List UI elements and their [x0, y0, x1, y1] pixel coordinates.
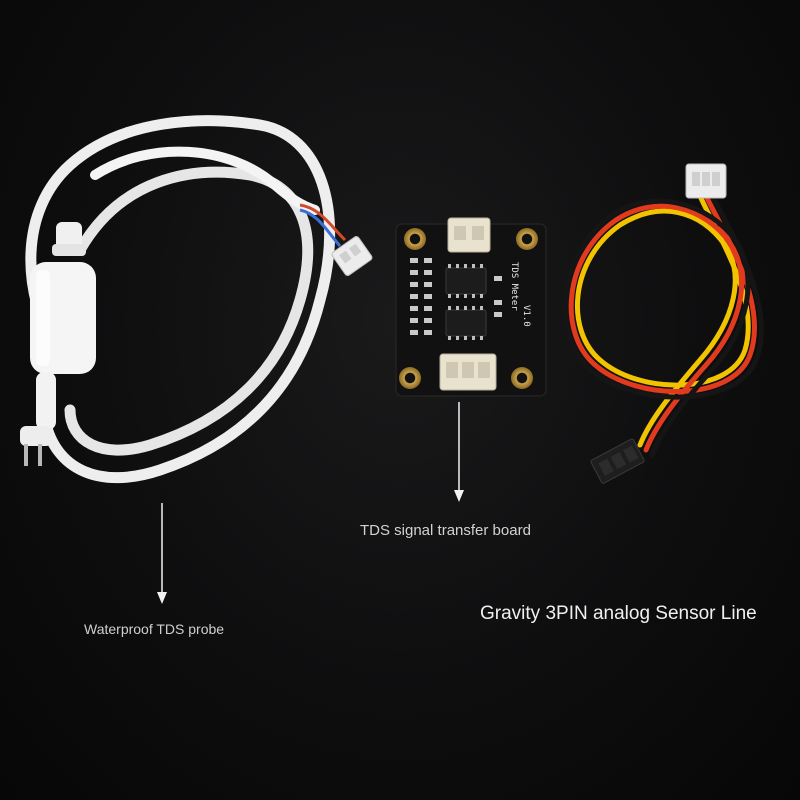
probe-arrow — [157, 503, 167, 604]
ic-chip — [445, 267, 487, 295]
ic-chip — [445, 309, 487, 337]
caption-transfer-board: TDS signal transfer board — [360, 522, 531, 539]
wire-black — [562, 193, 764, 458]
probe-connector — [331, 236, 373, 276]
board-signal-connector — [439, 353, 497, 391]
wire-yellow — [574, 193, 751, 448]
sensor-line-dupont-connector — [590, 438, 645, 484]
board-probe-connector — [447, 217, 491, 253]
tds-probe — [20, 115, 373, 484]
tds-board: TDS Meter V1.0 — [395, 217, 547, 397]
mounting-hole — [404, 228, 426, 250]
sensor-line-top-connector — [685, 163, 727, 199]
probe-pin — [38, 444, 42, 466]
probe-body — [20, 222, 96, 466]
mounting-hole — [399, 367, 421, 389]
caption-sensor-line: Gravity 3PIN analog Sensor Line — [480, 603, 757, 624]
board-version: V1.0 — [521, 305, 531, 327]
wire-red — [568, 193, 757, 453]
mounting-hole — [516, 228, 538, 250]
sensor-line — [562, 163, 764, 484]
probe-pin — [24, 444, 28, 466]
probe-cable — [25, 115, 336, 484]
mounting-hole — [511, 367, 533, 389]
board-title: TDS Meter — [509, 262, 519, 311]
caption-waterproof-probe: Waterproof TDS probe — [84, 621, 225, 637]
smd-components — [410, 258, 502, 335]
board-arrow — [454, 402, 464, 502]
